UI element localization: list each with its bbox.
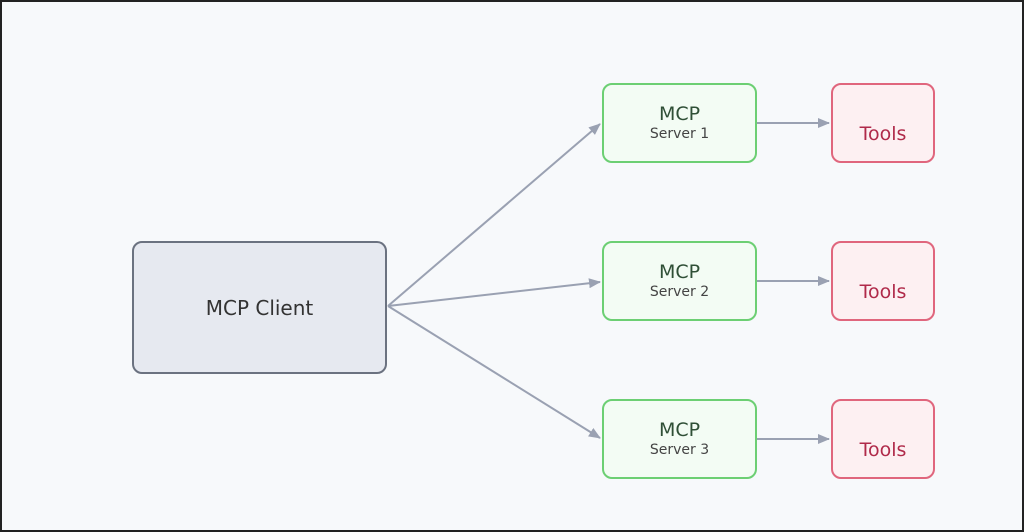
server-subtitle: Server 2 <box>649 284 710 300</box>
tools-label: Tools <box>859 281 907 303</box>
tools-node-1[interactable]: Tools <box>831 83 935 163</box>
server-title: MCP <box>658 103 701 125</box>
tools-node-2[interactable]: Tools <box>831 241 935 321</box>
mcp-server-3-node[interactable]: MCP Server 3 <box>602 399 757 479</box>
tools-label: Tools <box>859 439 907 461</box>
arrow-client-to-server-1 <box>387 123 601 307</box>
tools-node-3[interactable]: Tools <box>831 399 935 479</box>
mcp-client-label: MCP Client <box>205 295 314 320</box>
mcp-server-2-node[interactable]: MCP Server 2 <box>602 241 757 321</box>
arrow-client-to-server-3 <box>387 305 601 439</box>
arrow-client-to-server-2 <box>387 278 601 307</box>
server-title: MCP <box>658 419 701 441</box>
server-title: MCP <box>658 261 701 283</box>
mcp-client-node[interactable]: MCP Client <box>132 241 387 374</box>
tools-label: Tools <box>859 123 907 145</box>
mcp-server-1-node[interactable]: MCP Server 1 <box>602 83 757 163</box>
server-subtitle: Server 1 <box>649 126 710 142</box>
server-subtitle: Server 3 <box>649 442 710 458</box>
